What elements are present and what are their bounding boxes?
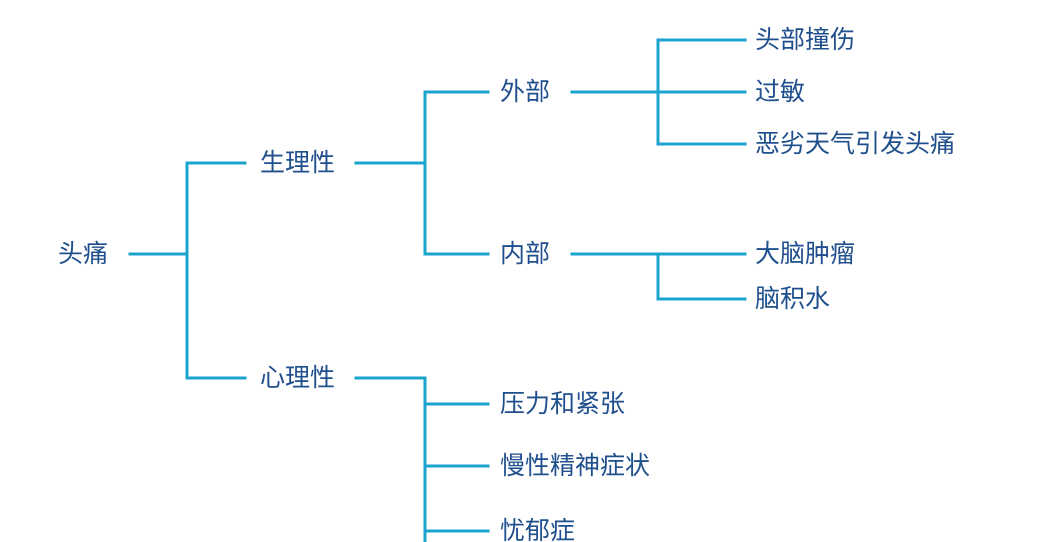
leaf-hydrocephalus: 脑积水 — [755, 284, 831, 313]
node-internal: 内部 — [500, 239, 551, 268]
leaf-bad-weather: 恶劣天气引发头痛 — [755, 129, 956, 158]
leaf-brain-tumor: 大脑肿瘤 — [755, 239, 856, 268]
connector-root — [128, 161, 247, 380]
node-physiological: 生理性 — [260, 148, 336, 177]
leaf-stress: 压力和紧张 — [500, 389, 626, 418]
connector-internal — [570, 252, 747, 301]
node-psychological: 心理性 — [260, 363, 336, 392]
connector-external — [570, 38, 747, 146]
leaf-depression: 忧郁症 — [500, 516, 576, 542]
leaf-chronic-mental: 慢性精神症状 — [500, 451, 651, 480]
leaf-allergy: 过敏 — [755, 77, 806, 106]
leaf-head-injury: 头部撞伤 — [755, 25, 856, 54]
node-external: 外部 — [500, 77, 551, 106]
connector-physiological — [354, 90, 490, 256]
node-root-headache: 头痛 — [58, 239, 109, 268]
connector-psychological — [354, 376, 490, 542]
